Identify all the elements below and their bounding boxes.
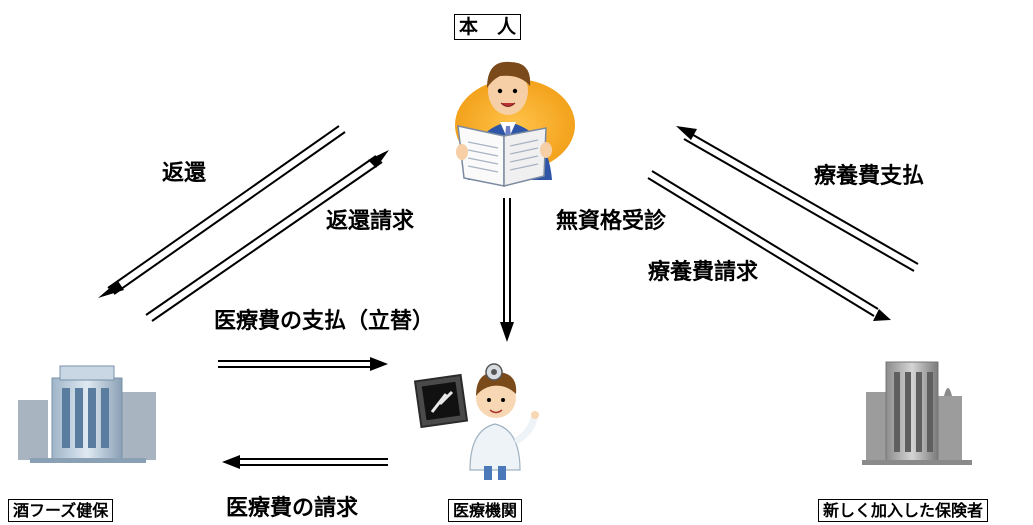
doctor-icon (413, 363, 539, 480)
office-building-icon (18, 365, 156, 463)
arrow-refund (98, 125, 346, 298)
flow-care-cost-payment-label: 療養費支払 (814, 164, 925, 189)
node-health-insurance-label: 酒フーズ健保 (8, 499, 114, 522)
flow-refund-request-label: 返還請求 (326, 209, 415, 234)
arrow-care-cost-payment (676, 126, 919, 272)
node-person-label: 本 人 (454, 14, 522, 40)
arrow-care-cost-claim (647, 170, 891, 321)
arrow-unqualified-visit (500, 198, 514, 342)
flow-medical-payment-label: 医療費の支払（立替） (214, 309, 435, 334)
arrow-medical-claim (222, 455, 388, 469)
city-buildings-icon (862, 361, 972, 465)
node-new-insurer-label: 新しく加入した保険者 (818, 499, 989, 522)
node-medical-institution-label: 医療機関 (448, 499, 523, 522)
arrow-medical-payment (218, 357, 388, 371)
flow-refund-label: 返還 (162, 161, 207, 186)
flow-medical-claim-label: 医療費の請求 (226, 496, 359, 521)
person-reading-icon (455, 61, 575, 187)
flow-unqualified-visit-label: 無資格受診 (556, 209, 667, 234)
flow-care-cost-claim-label: 療養費請求 (648, 260, 759, 285)
arrow-refund-request (145, 150, 389, 322)
